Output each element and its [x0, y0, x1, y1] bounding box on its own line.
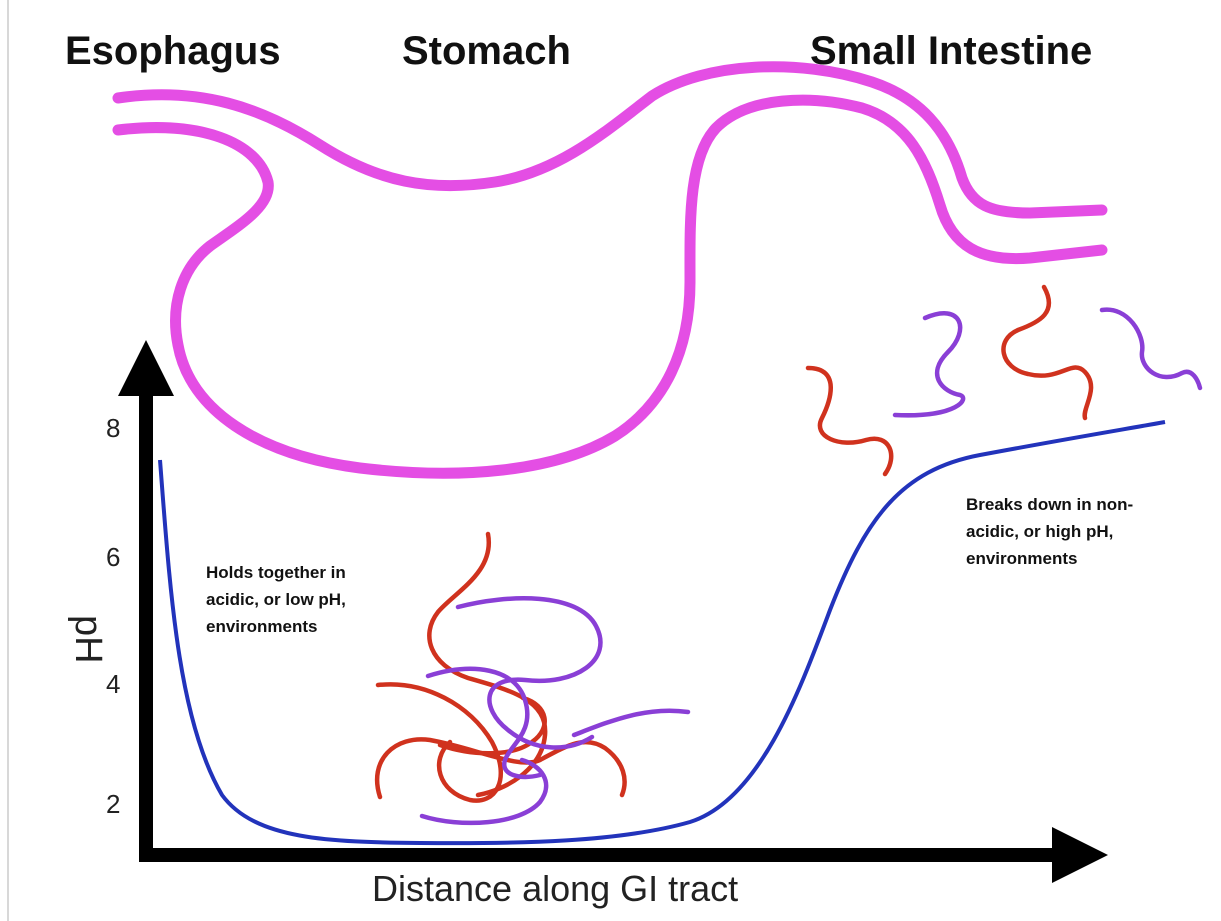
low-ph-annotation-line: environments — [206, 617, 317, 636]
red-strand — [1003, 287, 1091, 418]
small-intestine-label: Small Intestine — [810, 29, 1092, 73]
high-ph-annotation-line: Breaks down in non- — [966, 495, 1133, 514]
y-tick-4: 4 — [106, 669, 120, 699]
low-ph-annotation-line: acidic, or low pH, — [206, 590, 346, 609]
stomach-label: Stomach — [402, 29, 571, 73]
y-axis-label: pH — [67, 615, 109, 664]
purple-strand — [895, 313, 963, 415]
y-tick-6: 6 — [106, 542, 120, 572]
high-ph-annotation-line: environments — [966, 549, 1077, 568]
x-axis-label: Distance along GI tract — [372, 868, 738, 909]
separated-strands — [808, 287, 1200, 474]
high-ph-annotation-line: acidic, or high pH, — [966, 522, 1113, 541]
red-strand — [808, 368, 891, 474]
y-tick-2: 2 — [106, 789, 120, 819]
purple-strand — [1102, 310, 1200, 388]
gi-tract-outline — [118, 67, 1102, 473]
purple-strand — [574, 711, 688, 735]
y-tick-8: 8 — [106, 413, 120, 443]
low-ph-annotation-line: Holds together in — [206, 563, 346, 582]
esophagus-label: Esophagus — [65, 29, 281, 73]
low-ph-annotation: Holds together in acidic, or low pH, env… — [206, 563, 351, 636]
tangled-strands — [377, 534, 688, 823]
high-ph-annotation: Breaks down in non- acidic, or high pH, … — [966, 495, 1138, 568]
